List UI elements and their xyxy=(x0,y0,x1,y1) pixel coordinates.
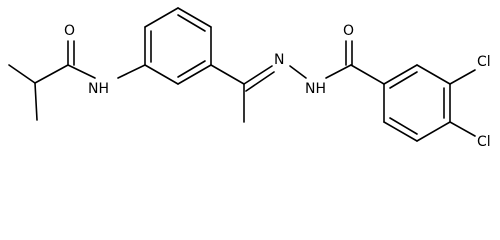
bond xyxy=(449,69,476,85)
bond xyxy=(416,121,451,142)
bond xyxy=(144,7,179,28)
bond xyxy=(177,60,206,78)
hydrazide-oxygen-label: O xyxy=(343,23,354,39)
bond xyxy=(416,64,451,85)
bond xyxy=(449,121,476,137)
bond xyxy=(383,64,418,85)
bond xyxy=(289,65,307,79)
benzoyl-carbonyl xyxy=(345,40,385,85)
bond xyxy=(34,64,69,84)
bond xyxy=(144,64,179,85)
bond xyxy=(8,64,36,84)
amide-nh-label: NH xyxy=(88,81,109,97)
hydrazone-linker xyxy=(210,64,352,123)
chlorine-para-label: Cl xyxy=(477,134,491,150)
central-benzene-ring xyxy=(144,7,212,85)
bond xyxy=(177,64,212,85)
bond xyxy=(177,14,206,32)
amide-oxygen-label: O xyxy=(64,23,75,39)
bond xyxy=(243,65,273,85)
dichlorophenyl-ring xyxy=(383,64,476,142)
chlorine-meta-label: Cl xyxy=(477,54,491,70)
isobutyryl-group xyxy=(8,40,96,121)
bond xyxy=(383,121,418,142)
bond xyxy=(245,71,275,92)
hydrazone-n-label: N xyxy=(274,52,284,68)
bond xyxy=(117,64,146,79)
chemical-structure: O NH N NH O Cl Cl xyxy=(8,7,491,150)
bond xyxy=(210,64,245,85)
bond xyxy=(67,64,96,79)
bond xyxy=(325,64,352,79)
hydrazide-nh-label: NH xyxy=(305,81,326,97)
bond xyxy=(389,117,418,135)
bond xyxy=(34,82,38,121)
bond xyxy=(389,71,418,89)
bond xyxy=(177,7,212,28)
bond xyxy=(350,64,385,85)
